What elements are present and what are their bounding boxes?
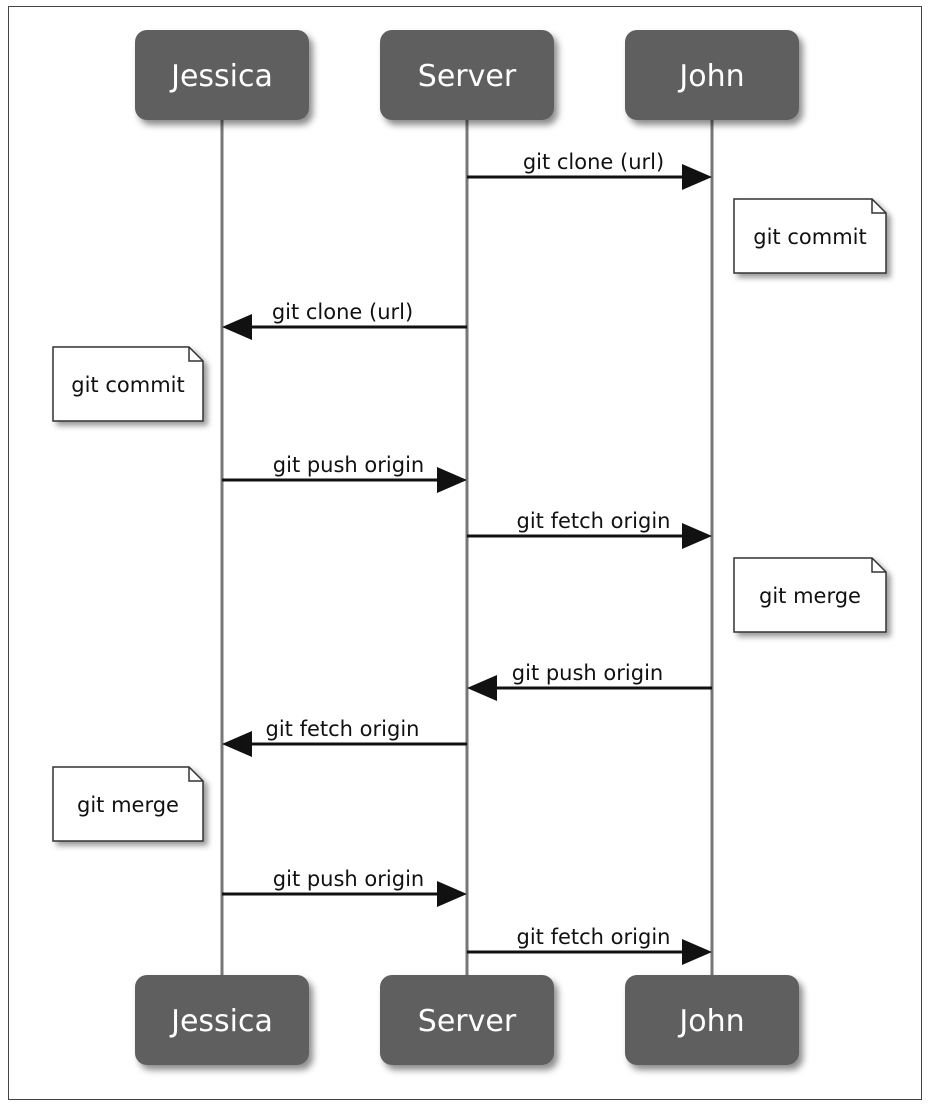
arrow-head xyxy=(222,314,252,340)
participant-bottom-john: John xyxy=(625,975,799,1065)
message-label: git fetch origin xyxy=(266,717,420,741)
message-arrow: git clone (url) xyxy=(222,300,467,340)
participant-bottom-jessica: Jessica xyxy=(135,975,309,1065)
participant-label: Server xyxy=(418,59,517,94)
participant-label: John xyxy=(677,1004,744,1039)
participant-top-jessica: Jessica xyxy=(135,30,309,120)
participant-top-john: John xyxy=(625,30,799,120)
participant-label: Jessica xyxy=(169,59,273,94)
message-label: git push origin xyxy=(512,661,663,685)
note-label: git merge xyxy=(759,584,861,608)
message-label: git fetch origin xyxy=(517,925,671,949)
participant-box xyxy=(380,30,554,120)
participant-label: John xyxy=(677,59,744,94)
arrow-head xyxy=(222,731,252,757)
message-label: git push origin xyxy=(273,453,424,477)
note: git merge xyxy=(52,766,204,842)
note-fold xyxy=(871,558,886,573)
message-label: git clone (url) xyxy=(272,300,413,324)
note-label: git merge xyxy=(77,793,179,817)
message-arrow: git clone (url) xyxy=(467,150,712,190)
participant-box xyxy=(135,30,309,120)
participant-top-server: Server xyxy=(380,30,554,120)
participant-box xyxy=(135,975,309,1065)
note-label: git commit xyxy=(71,373,184,397)
message-arrow: git fetch origin xyxy=(467,925,712,965)
message-label: git clone (url) xyxy=(523,150,664,174)
note-fold xyxy=(188,767,203,782)
arrow-head xyxy=(467,675,497,701)
message-arrow: git fetch origin xyxy=(222,717,467,757)
arrow-head xyxy=(682,939,712,965)
note-label: git commit xyxy=(753,225,866,249)
note: git merge xyxy=(733,557,887,633)
message-arrow: git push origin xyxy=(222,453,467,493)
note-fold xyxy=(871,199,886,214)
message-label: git fetch origin xyxy=(517,509,671,533)
note-fold xyxy=(188,347,203,362)
note-box xyxy=(733,557,887,633)
arrow-head xyxy=(682,523,712,549)
participant-label: Server xyxy=(418,1004,517,1039)
arrow-head xyxy=(437,881,467,907)
participant-bottom-server: Server xyxy=(380,975,554,1065)
participant-box xyxy=(380,975,554,1065)
participant-box xyxy=(625,975,799,1065)
message-arrow: git push origin xyxy=(222,867,467,907)
arrow-head xyxy=(437,467,467,493)
message-label: git push origin xyxy=(273,867,424,891)
note-box xyxy=(52,766,204,842)
participant-label: Jessica xyxy=(169,1004,273,1039)
message-arrow: git fetch origin xyxy=(467,509,712,549)
note: git commit xyxy=(52,346,204,422)
note-box xyxy=(733,198,887,274)
note-box xyxy=(52,346,204,422)
diagram-frame xyxy=(8,6,922,1100)
participant-box xyxy=(625,30,799,120)
note: git commit xyxy=(733,198,887,274)
arrow-head xyxy=(682,164,712,190)
message-arrow: git push origin xyxy=(467,661,712,701)
